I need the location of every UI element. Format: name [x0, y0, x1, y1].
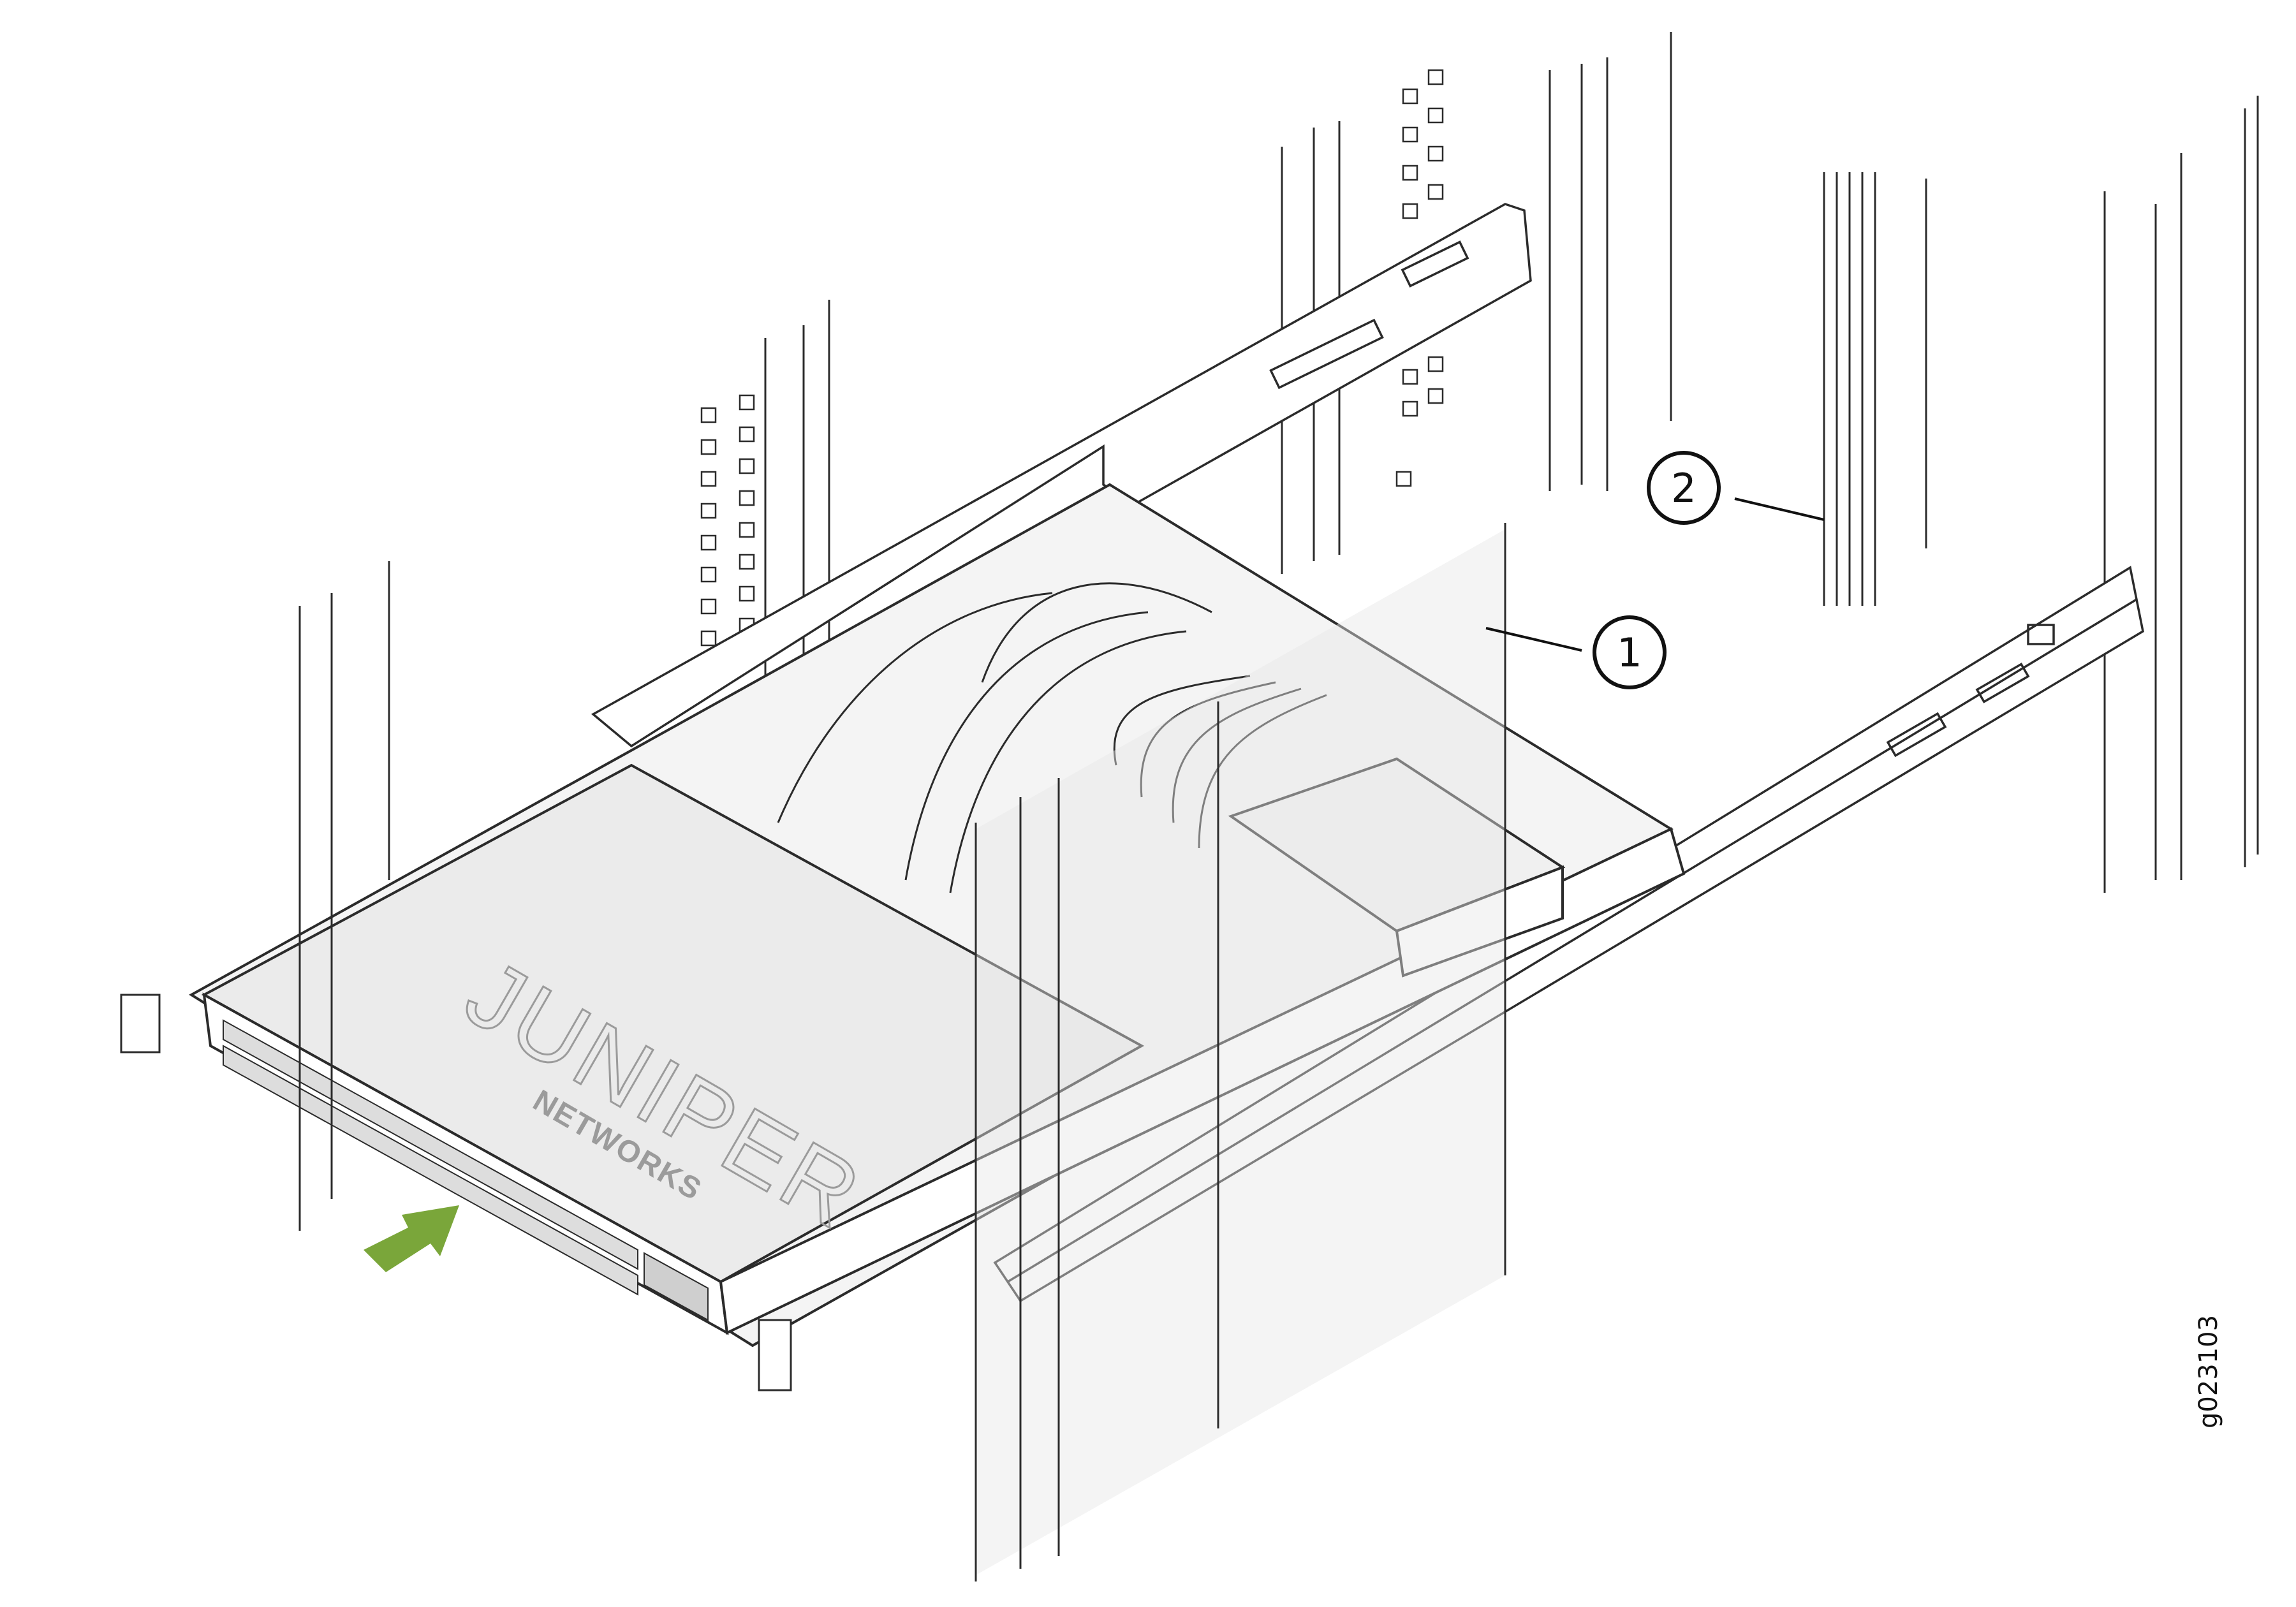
switch-chassis: [189, 483, 1686, 1347]
left-front-post: [298, 561, 390, 1231]
figure-id: g023103: [2194, 1314, 2223, 1428]
callout-1: 1: [1485, 615, 1667, 689]
right-mounting-rail: [993, 566, 2144, 1303]
callout-2-leader: [1734, 497, 1825, 521]
front-rack-post: [975, 523, 1506, 1581]
front-ports: [223, 1019, 709, 1321]
callout-2: 2: [1647, 451, 1825, 525]
front-brackets: [120, 994, 792, 1391]
callout-1-leader: [1485, 627, 1582, 652]
callout-circle-icon: [1593, 615, 1667, 689]
internal-cables: [777, 582, 1327, 893]
callout-1-label: 1: [1617, 629, 1642, 676]
callout-circle-icon: [1647, 451, 1721, 525]
rack-rear-posts: [764, 32, 2259, 893]
callout-2-label: 2: [1671, 465, 1696, 511]
rack-holes: [700, 69, 1444, 647]
insertion-arrow-icon: [364, 1205, 459, 1272]
